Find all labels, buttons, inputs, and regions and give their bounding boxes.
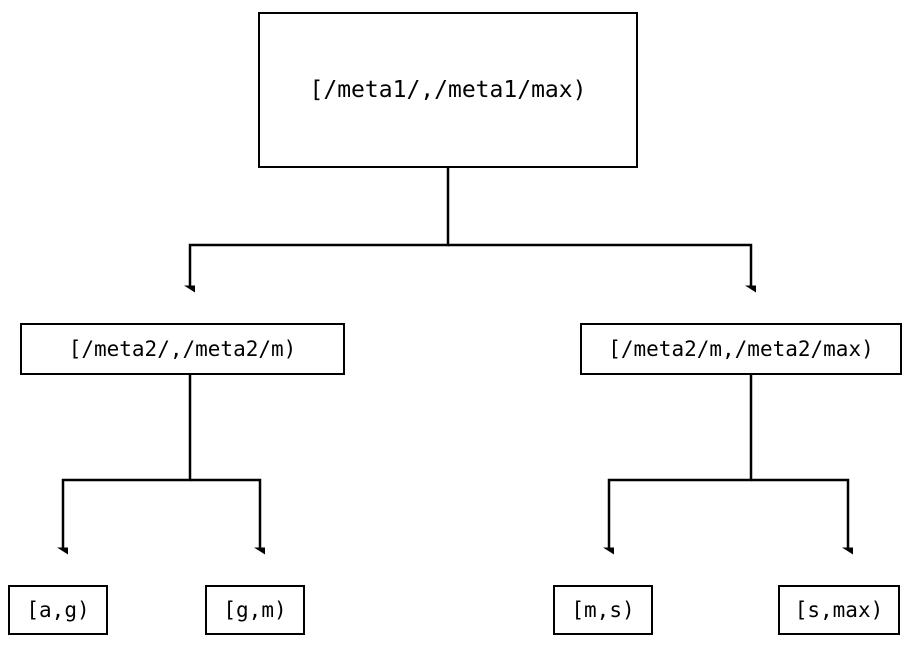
node-leaf-smax-label: [s,max) bbox=[794, 597, 884, 622]
node-leaf-smax[interactable]: [s,max) bbox=[778, 585, 900, 635]
node-root-label: [/meta1/,/meta1/max) bbox=[309, 76, 587, 103]
node-leaf-gm-label: [g,m) bbox=[223, 597, 287, 622]
node-meta2-low-label: [/meta2/,/meta2/m) bbox=[68, 336, 297, 361]
node-leaf-ag-label: [a,g) bbox=[26, 597, 90, 622]
node-leaf-gm[interactable]: [g,m) bbox=[205, 585, 305, 635]
edge-meta2-low-to-leaf-ag bbox=[63, 375, 192, 549]
edge-meta2-high-to-leaf-ms bbox=[609, 375, 753, 549]
node-root[interactable]: [/meta1/,/meta1/max) bbox=[258, 12, 638, 168]
edge-root-to-meta2-low bbox=[190, 168, 450, 287]
node-meta2-high[interactable]: [/meta2/m,/meta2/max) bbox=[580, 323, 902, 375]
edge-meta2-low-to-leaf-gm bbox=[190, 478, 260, 549]
node-leaf-ms[interactable]: [m,s) bbox=[553, 585, 653, 635]
edge-root-to-meta2-high bbox=[448, 243, 751, 287]
node-leaf-ms-label: [m,s) bbox=[571, 597, 635, 622]
node-leaf-ag[interactable]: [a,g) bbox=[8, 585, 108, 635]
node-meta2-high-label: [/meta2/m,/meta2/max) bbox=[608, 336, 874, 361]
edge-meta2-high-to-leaf-smax bbox=[751, 478, 848, 549]
node-meta2-low[interactable]: [/meta2/,/meta2/m) bbox=[20, 323, 345, 375]
